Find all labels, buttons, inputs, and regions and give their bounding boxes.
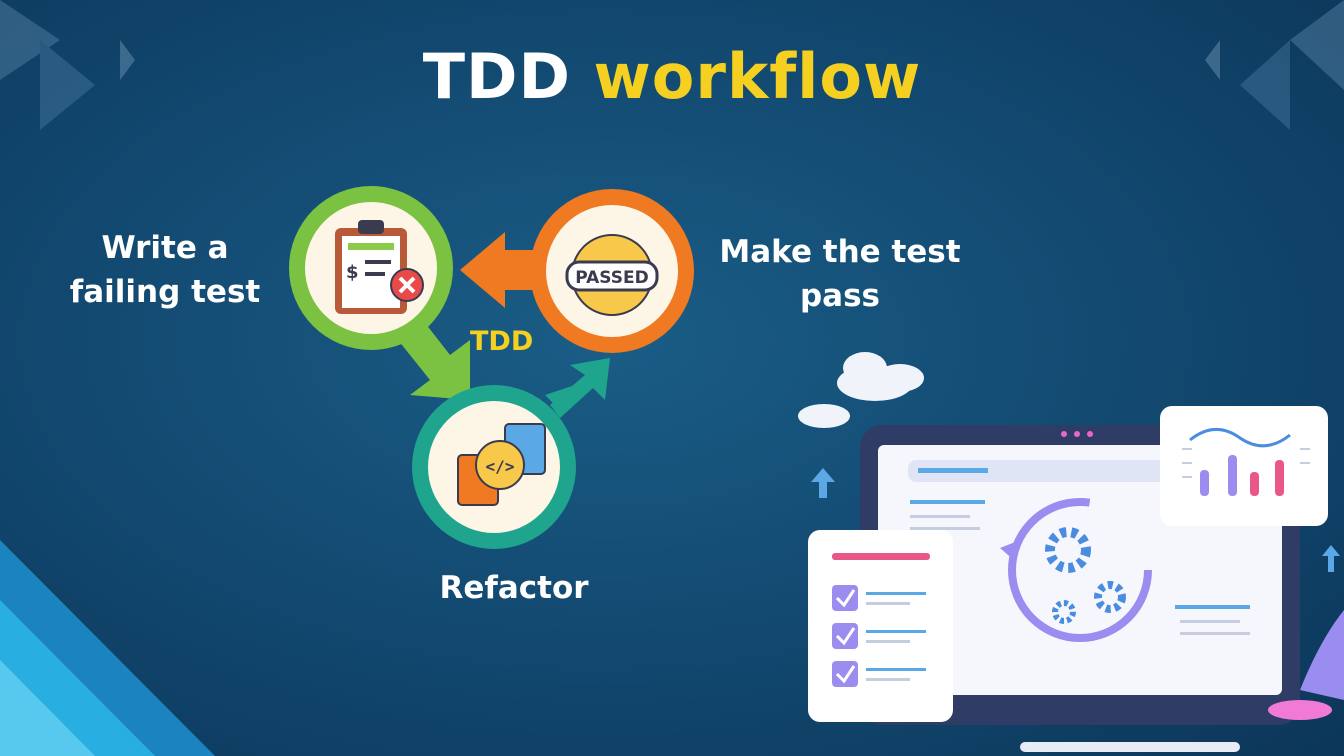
page-title: TDD workflow (0, 40, 1344, 113)
step-make-test-pass: PASSED (530, 189, 694, 353)
refactor-gear-icon: </> (457, 423, 546, 506)
label-refactor: Refactor (439, 570, 589, 606)
label-write-line1: Write a (101, 230, 229, 266)
passed-badge-icon: PASSED (565, 234, 659, 316)
label-make-test-pass: Make the test pass (700, 230, 980, 318)
label-write-line2: failing test (69, 274, 261, 310)
arrow-pass-to-write (460, 232, 545, 308)
cycle-center-label: TDD (470, 326, 534, 357)
decor-top-right (1205, 0, 1344, 130)
cloud-decoration (798, 352, 924, 428)
title-word-tdd: TDD (422, 40, 571, 113)
label-pass-line1: Make the test (719, 234, 961, 270)
svg-text:</>: </> (486, 457, 515, 476)
plant-decoration (1268, 610, 1344, 720)
label-write-failing-test: Write a failing test (60, 226, 270, 314)
badge-text: PASSED (575, 268, 649, 288)
monitor-stand (1020, 742, 1240, 752)
checklist-card (808, 530, 953, 722)
svg-text:$: $ (346, 262, 359, 283)
decor-bottom-left (0, 540, 215, 756)
decor-top-left (0, 0, 135, 130)
chart-card (1160, 406, 1328, 526)
up-arrow-decoration (811, 468, 1340, 572)
title-word-workflow: workflow (593, 40, 922, 113)
step-write-failing-test: $ (289, 186, 453, 350)
label-pass-line2: pass (799, 278, 880, 314)
clipboard-icon: $ (335, 220, 424, 314)
arrow-refactor-to-pass (545, 358, 610, 418)
step-refactor: </> (412, 385, 576, 549)
